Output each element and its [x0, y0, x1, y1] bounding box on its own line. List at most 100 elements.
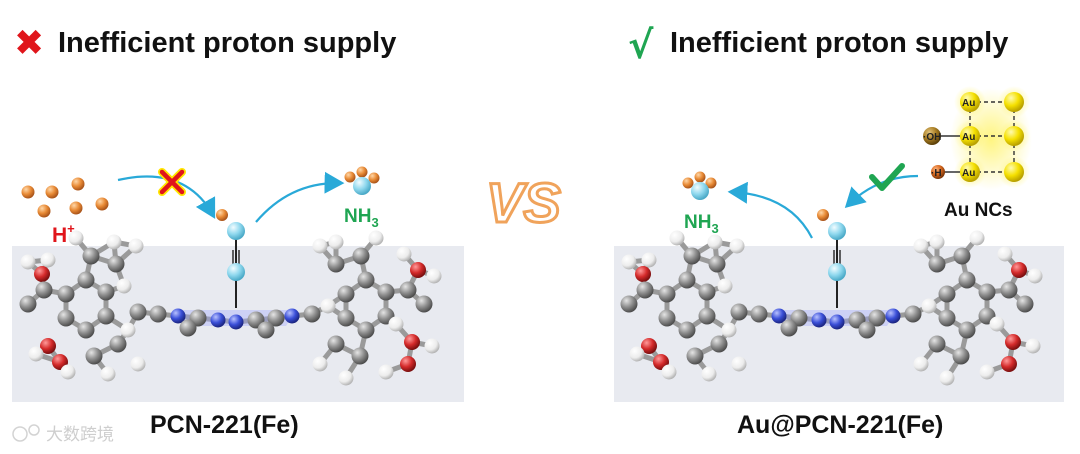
right-caption: Au@PCN-221(Fe): [737, 411, 943, 439]
carbon-atom: [57, 309, 75, 327]
hydrogen-atom: [388, 316, 404, 332]
h-label: ·H: [931, 168, 942, 179]
carbon-atom: [636, 281, 654, 299]
hydrogen-atom: [997, 246, 1013, 262]
carbon-atom: [415, 295, 433, 313]
watermark: 大数跨境: [12, 424, 114, 445]
hydrogen-atom: [729, 238, 745, 254]
left-proton-arrow: [117, 175, 216, 219]
au-label: Au: [962, 168, 975, 179]
nitrogen-atom: [284, 308, 300, 324]
nitrogen-atom: [228, 314, 244, 330]
hydrogen-atom: [368, 230, 384, 246]
hydrogen-atom: [40, 252, 56, 268]
hydrogen-atom: [60, 364, 76, 380]
au-nc-label: Au NCs: [944, 200, 1013, 221]
oxygen-atom: [400, 356, 416, 372]
hydrogen-atom: [130, 356, 146, 372]
nitrogen-atom: [771, 308, 787, 324]
carbon-atom: [109, 335, 127, 353]
cross-icon: ✖: [14, 23, 44, 64]
nitrogen-atom: [885, 308, 901, 324]
hydrogen-atom: [106, 234, 122, 250]
carbon-atom: [958, 321, 976, 339]
carbon-atom: [399, 281, 417, 299]
carbon-atom: [57, 285, 75, 303]
carbon-atom: [352, 247, 370, 265]
carbon-atom: [928, 335, 946, 353]
hydrogen-atom: [312, 356, 328, 372]
oxygen-atom: [635, 266, 651, 282]
oxygen-atom: [404, 334, 420, 350]
hydrogen-atom: [338, 370, 354, 386]
oxygen-atom: [34, 266, 50, 282]
carbon-atom: [620, 295, 638, 313]
oh-label: ·OH: [923, 132, 941, 143]
right-nh3-label: NH3: [684, 212, 719, 236]
left-title: Inefficient proton supply: [58, 27, 396, 59]
hydrogen-atom: [731, 356, 747, 372]
carbon-atom: [686, 347, 704, 365]
carbon-atom: [928, 255, 946, 273]
proton-label: H+: [52, 221, 75, 247]
hydrogen-atom: [707, 234, 723, 250]
carbon-atom: [780, 319, 798, 337]
hydrogen-atom: [20, 254, 36, 270]
carbon-atom: [107, 255, 125, 273]
carbon-atom: [85, 347, 103, 365]
carbon-atom: [267, 309, 285, 327]
right-panel: √ Inefficient proton supply NH3: [614, 23, 1064, 439]
oxygen-atom: [1001, 356, 1017, 372]
carbon-atom: [952, 347, 970, 365]
carbon-atom: [698, 283, 716, 301]
h-ligand: [931, 165, 945, 179]
carbon-atom: [179, 319, 197, 337]
hydrogen-atom: [312, 238, 328, 254]
au-cluster: Au Au Au ·OH ·H: [923, 86, 1032, 190]
au-atom: [960, 162, 980, 182]
hydrogen-atom: [100, 366, 116, 382]
left-product-arrow: [255, 171, 345, 223]
hydrogen-atom: [128, 238, 144, 254]
oxygen-atom: [410, 262, 426, 278]
right-nh3-molecule: [682, 171, 717, 200]
right-product-arrow: [727, 181, 813, 239]
hydrogen-atom: [378, 364, 394, 380]
hydrogen-atom: [28, 346, 44, 362]
au-atom: [960, 92, 980, 112]
hydrogen-atom: [320, 298, 336, 314]
hydrogen-atom: [989, 316, 1005, 332]
carbon-atom: [958, 271, 976, 289]
carbon-atom: [35, 281, 53, 299]
oxygen-atom: [1011, 262, 1027, 278]
left-caption: PCN-221(Fe): [150, 411, 299, 439]
carbon-atom: [77, 271, 95, 289]
hydrogen-atom: [426, 268, 442, 284]
hydrogen-atom: [621, 254, 637, 270]
blocked-cross-icon: [158, 168, 186, 196]
carbon-atom: [978, 283, 996, 301]
carbon-atom: [337, 285, 355, 303]
carbon-atom: [683, 247, 701, 265]
hydrogen-atom: [661, 364, 677, 380]
watermark-text: 大数跨境: [46, 425, 114, 445]
nitrogen-atom: [829, 314, 845, 330]
proton-cluster: [21, 177, 109, 218]
carbon-atom: [730, 303, 748, 321]
carbon-atom: [327, 335, 345, 353]
hydrogen-atom: [669, 230, 685, 246]
right-n2-adsorbate: [817, 209, 846, 308]
au-atom: [1004, 126, 1024, 146]
oxygen-atom: [40, 338, 56, 354]
carbon-atom: [257, 321, 275, 339]
carbon-atom: [129, 303, 147, 321]
carbon-atom: [658, 285, 676, 303]
carbon-atom: [377, 283, 395, 301]
carbon-atom: [698, 307, 716, 325]
carbon-atom: [868, 309, 886, 327]
carbon-atom: [678, 271, 696, 289]
carbon-atom: [357, 271, 375, 289]
carbon-atom: [82, 247, 100, 265]
carbon-atom: [337, 309, 355, 327]
